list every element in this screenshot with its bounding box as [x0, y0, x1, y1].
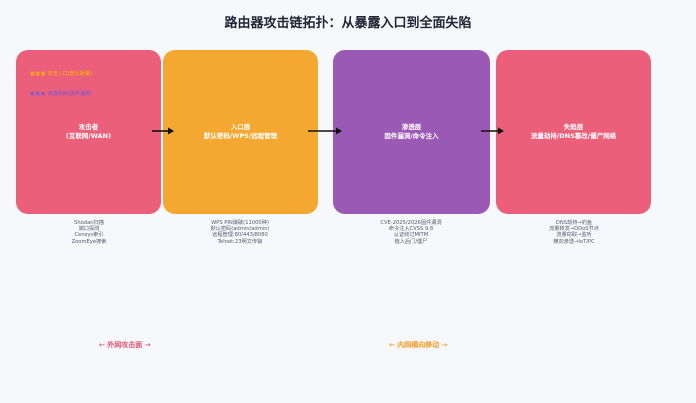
note-line: 植入后门/僵尸 [394, 238, 428, 245]
diagram-title: 路由器攻击链拓扑：从暴露入口到全面失陷 [224, 16, 472, 31]
legend: ■■■攻击入口(默认配置) ■■■渗透利用(固件漏洞) ■■■流量劫持(完全控制… [30, 71, 92, 131]
legend-label-hijack: 流量劫持(完全控制) [47, 111, 93, 117]
stage-entry-title: 入口层 [230, 123, 251, 131]
note-line: 默认密码(admin/admin) [210, 226, 270, 233]
legend-item-entry: ■■■攻击入口(默认配置) [30, 71, 92, 77]
note-line: 认证绕过MITM [393, 232, 429, 239]
note-line: 端口探测 [78, 226, 100, 233]
legend-swatch-entry: ■■■ [30, 71, 46, 77]
stage-pivot-box: 渗透层 固件漏洞/命令注入 [333, 50, 490, 214]
notes-fallen: DNS劫持→钓鱼 流量转发→DDoS节点 流量窃取→监听 横向渗透→IoT/PC [509, 220, 639, 245]
arrow-attacker-to-entry [152, 127, 174, 135]
stage-attacker-title: 攻击者 [78, 123, 99, 131]
notes-attacker: Shodan扫描 端口探测 Censys索引 ZoomEye搜索 [24, 220, 154, 245]
note-line: Shodan扫描 [74, 220, 104, 226]
legend-label-exploit: 渗透利用(固件漏洞) [47, 91, 93, 97]
stage-attacker-box: 攻击者 (互联网/WAN) [16, 50, 161, 214]
note-line: DNS劫持→钓鱼 [555, 220, 593, 226]
note-line: 远程管理:80/443/8080 [212, 232, 268, 239]
stage-pivot-title: 渗透层 [401, 123, 422, 131]
legend-label-entry: 攻击入口(默认配置) [47, 71, 93, 77]
stage-fallen-subtitle: 流量劫持/DNS篡改/僵尸网络 [530, 132, 617, 140]
stage-entry-box: 入口层 默认密码/WPS/远程管理 [163, 50, 318, 214]
legend-item-hijack: ■■■流量劫持(完全控制) [30, 111, 92, 117]
note-line: WPS PIN爆破(11000种) [211, 220, 269, 226]
note-line: CVE-2025/2026固件漏洞 [380, 220, 442, 226]
note-line: 命令注入CVSS 9.8 [388, 226, 434, 233]
note-line: Telnet:23明文传输 [217, 238, 263, 245]
legend-swatch-hijack: ■■■ [30, 111, 46, 117]
zone-internal-label: ← 内网横向移动 → [389, 341, 448, 349]
note-line: ZoomEye搜索 [71, 238, 107, 245]
legend-swatch-exploit: ■■■ [30, 91, 46, 97]
legend-item-exploit: ■■■渗透利用(固件漏洞) [30, 91, 92, 97]
note-line: 流量窃取→监听 [556, 232, 592, 239]
arrow-entry-to-pivot [308, 127, 342, 135]
zone-external-label: ← 外网攻击面 → [99, 341, 151, 349]
note-line: 横向渗透→IoT/PC [553, 238, 595, 245]
notes-entry: WPS PIN爆破(11000种) 默认密码(admin/admin) 远程管理… [175, 220, 305, 245]
stage-pivot-subtitle: 固件漏洞/命令注入 [384, 132, 439, 140]
notes-pivot: CVE-2025/2026固件漏洞 命令注入CVSS 9.8 认证绕过MITM … [346, 220, 476, 245]
note-line: 流量转发→DDoS节点 [549, 226, 599, 233]
arrow-pivot-to-fallen [481, 127, 504, 135]
stage-attacker-subtitle: (互联网/WAN) [65, 132, 112, 140]
stage-entry-subtitle: 默认密码/WPS/远程管理 [203, 132, 278, 140]
note-line: Censys索引 [74, 232, 104, 239]
stage-fallen-title: 失陷层 [563, 123, 584, 131]
stage-fallen-box: 失陷层 流量劫持/DNS篡改/僵尸网络 [496, 50, 651, 214]
